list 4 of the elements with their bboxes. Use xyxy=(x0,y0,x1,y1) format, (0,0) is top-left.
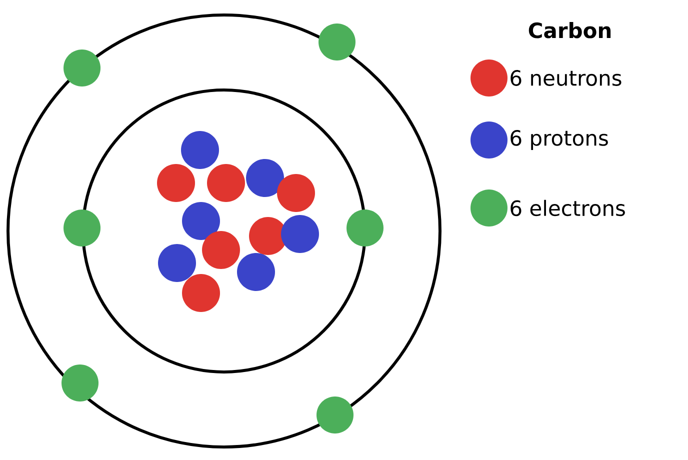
legend-label: 6 electrons xyxy=(510,200,625,216)
legend-label: 6 neutrons xyxy=(510,70,622,86)
legend-heading: Carbon xyxy=(528,22,611,38)
legend-label: 6 protons xyxy=(510,130,608,150)
